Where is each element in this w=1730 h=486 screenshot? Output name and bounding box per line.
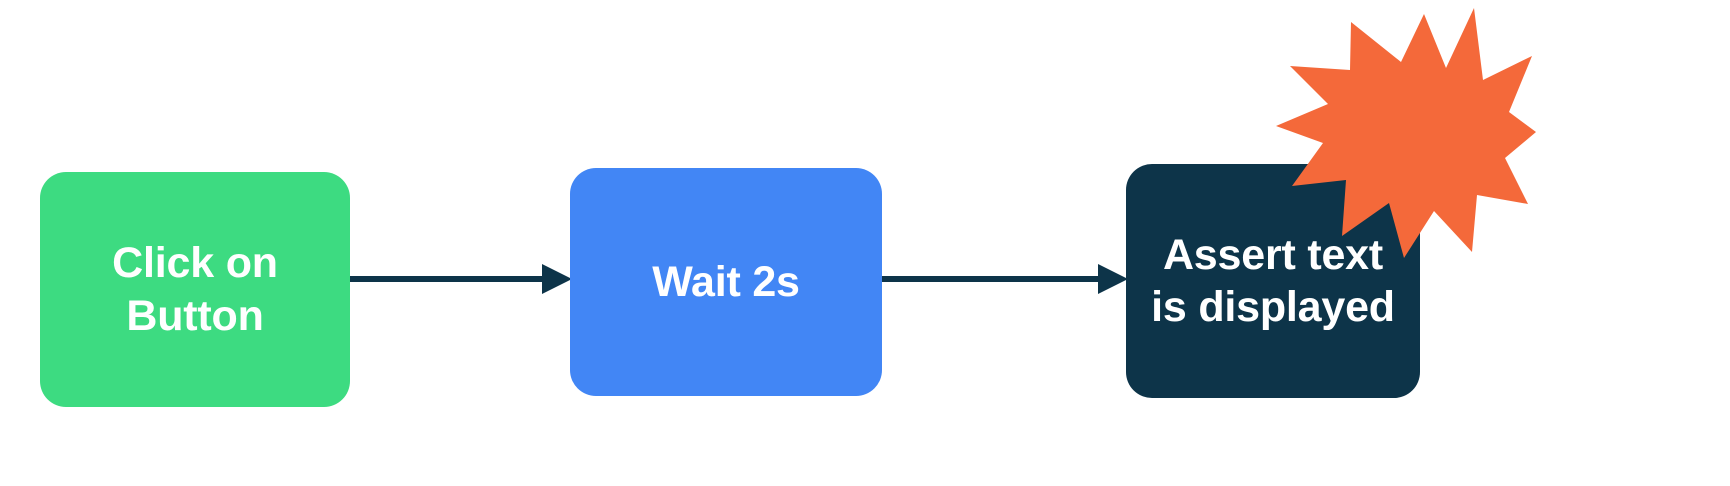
node-click-on-button-label: Click on Button	[112, 239, 278, 340]
node-wait-2s[interactable]: Wait 2s	[570, 168, 882, 396]
arrow-head-icon	[542, 264, 572, 294]
node-wait-2s-label: Wait 2s	[652, 257, 800, 306]
node-assert-text-is-displayed-label: Assert text is displayed	[1151, 230, 1395, 331]
arrow-wait-to-assert	[882, 264, 1128, 294]
arrow-click-to-wait	[350, 264, 572, 294]
node-assert-text-is-displayed[interactable]: Assert text is displayed	[1126, 164, 1420, 398]
node-click-on-button[interactable]: Click on Button	[40, 172, 350, 407]
arrow-head-icon	[1098, 264, 1128, 294]
